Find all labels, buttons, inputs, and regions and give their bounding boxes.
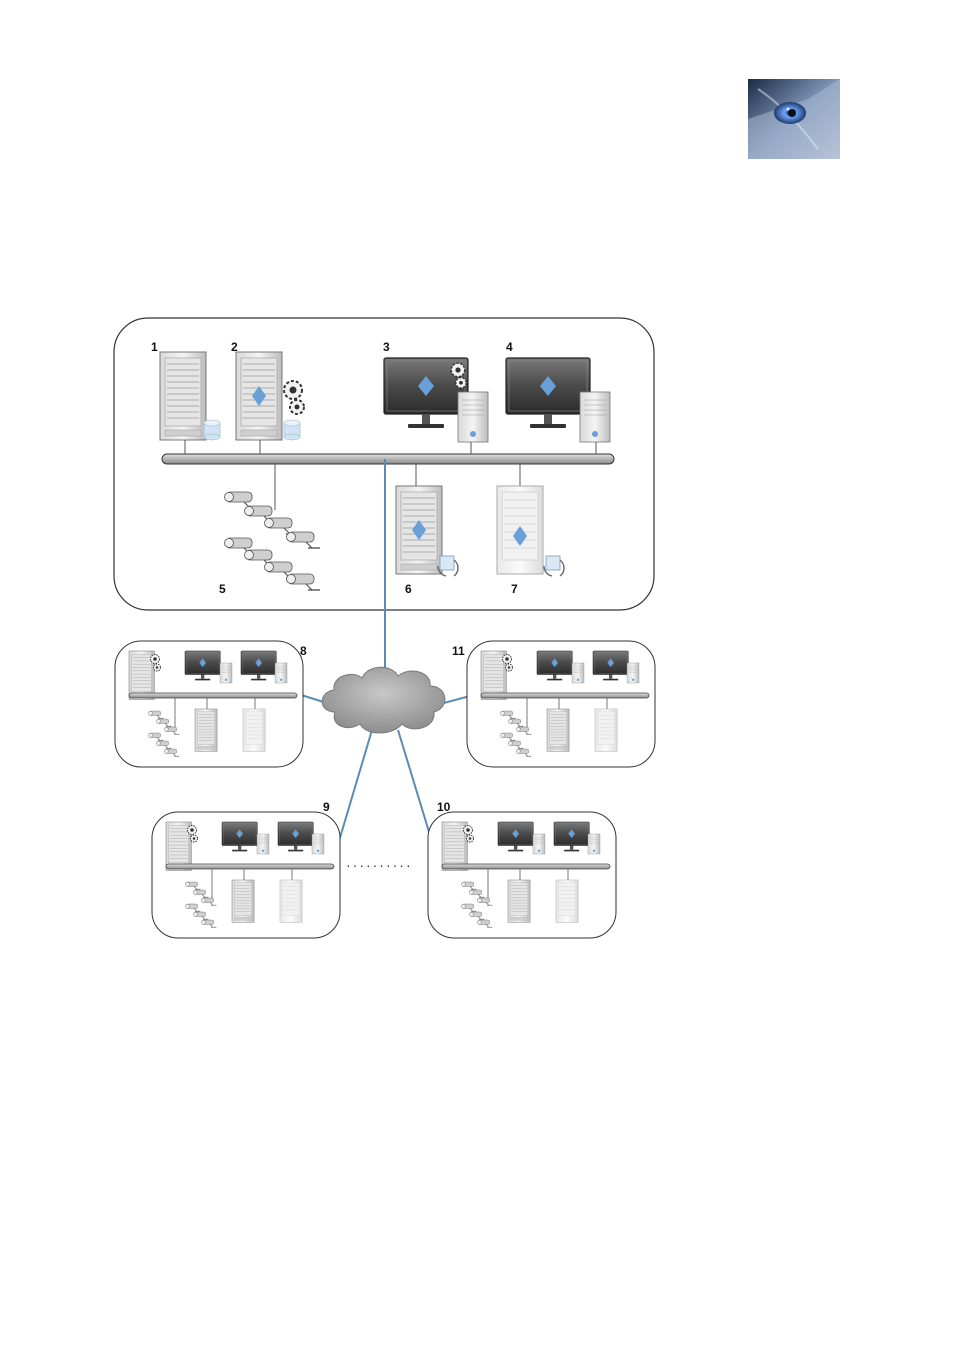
site-9: 9 (152, 800, 340, 938)
label-9: 9 (323, 800, 330, 814)
site-8: 8 (115, 641, 307, 767)
label-2: 2 (231, 340, 238, 354)
label-8: 8 (300, 644, 307, 658)
label-7: 7 (511, 582, 518, 596)
cloud-icon (322, 667, 445, 733)
label-5: 5 (219, 582, 226, 596)
site-11: 11 (452, 641, 655, 767)
label-1: 1 (151, 340, 158, 354)
label-4: 4 (506, 340, 513, 354)
label-6: 6 (405, 582, 412, 596)
label-11: 11 (452, 644, 465, 658)
ellipsis: ·········· (346, 857, 413, 873)
label-10: 10 (437, 800, 451, 814)
network-bus (162, 454, 614, 464)
label-3: 3 (383, 340, 390, 354)
site-10: 10 (428, 800, 616, 938)
